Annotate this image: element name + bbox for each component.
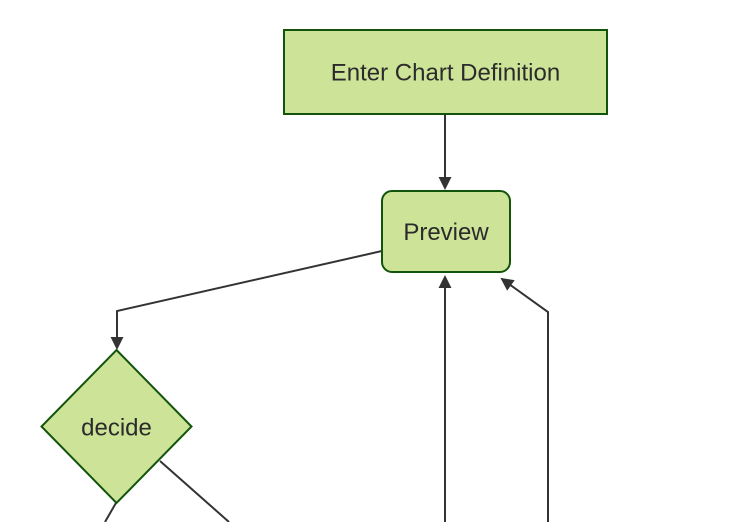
node-preview: Preview: [381, 190, 511, 273]
rectangle-node-box: [283, 29, 608, 115]
node-label-preview: Preview: [403, 219, 489, 246]
node-decide: decide: [40, 348, 193, 505]
edge-bottomright-to-preview: [500, 277, 549, 522]
rounded-node-box: [381, 190, 511, 273]
edge-preview-to-decide: [110, 250, 383, 350]
edge-decide-exit-left: [104, 501, 118, 522]
edge-decide-exit-right: [159, 460, 230, 522]
node-enter-chart-definition: Enter Chart Definition: [283, 29, 608, 115]
node-label-enter-chart-definition: Enter Chart Definition: [331, 60, 560, 87]
diamond-node-box: [40, 348, 193, 505]
node-label-decide: decide: [81, 415, 152, 442]
